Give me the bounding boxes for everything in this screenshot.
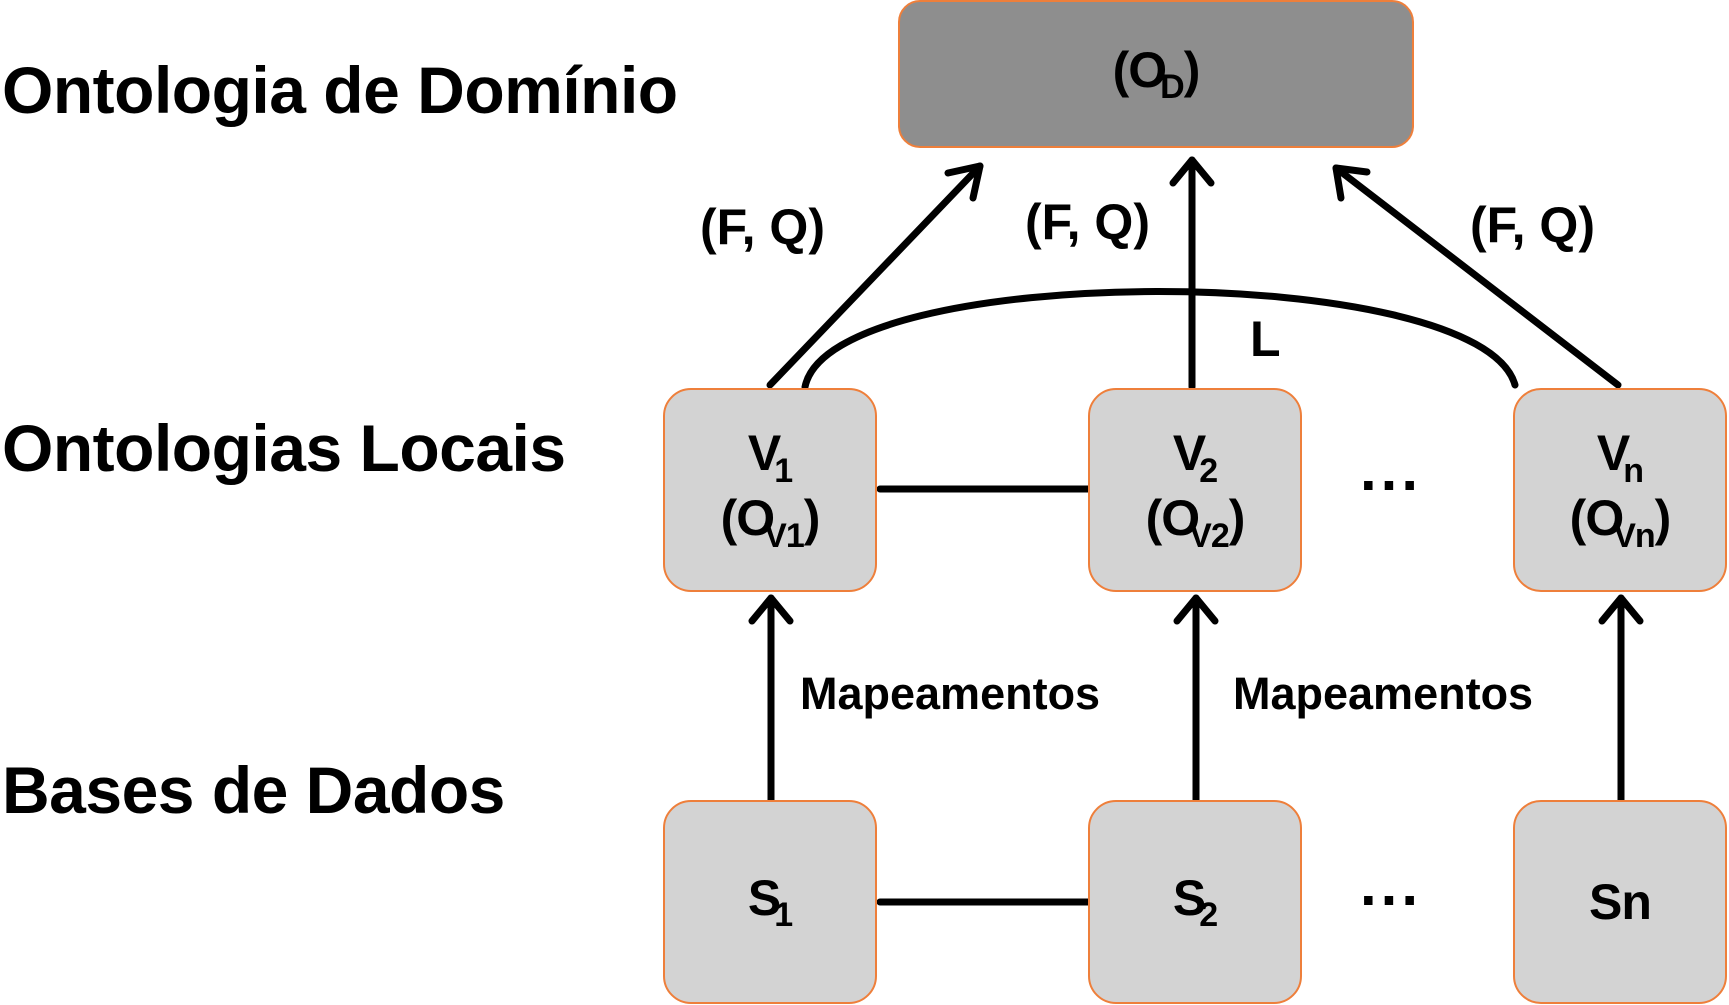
arrow-s2-v2-head xyxy=(1173,594,1219,625)
arrow-v1-od-head xyxy=(944,162,984,202)
edge-label-mapping-right: Mapeamentos xyxy=(1233,668,1534,719)
source-node-n: Sn xyxy=(1513,800,1727,1004)
arrow-vn-od-head xyxy=(1332,164,1371,202)
edge-label-mapping-left: Mapeamentos xyxy=(800,668,1101,719)
edge-label-link: L xyxy=(1250,311,1281,367)
arrow-s1-v1-head xyxy=(748,594,794,625)
edge-label-fq-left: (F, Q) xyxy=(700,199,825,255)
view-node-1: V1 (OV1) xyxy=(663,388,877,592)
view-ontology-2: (OV2) xyxy=(1145,490,1246,555)
view-node-n: Vn (OVn) xyxy=(1513,388,1727,592)
domain-ontology-node: (OD) xyxy=(898,0,1414,148)
source-label-n: Sn xyxy=(1589,874,1652,930)
source-label-2: S2 xyxy=(1172,869,1218,935)
arrow-vn-od xyxy=(1332,164,1622,389)
view-ontology-1: (OV1) xyxy=(720,490,821,555)
view-node-2: V2 (OV2) xyxy=(1088,388,1302,592)
row-label-domain: Ontologia de Domínio xyxy=(2,53,678,127)
sources-ellipsis: ... xyxy=(1360,851,1423,918)
views-ellipsis: ... xyxy=(1360,436,1423,503)
edge-label-fq-right: (F, Q) xyxy=(1470,197,1595,253)
source-label-1: S1 xyxy=(747,869,793,935)
domain-ontology-label: (OD) xyxy=(1112,41,1201,107)
view-ontology-n: (OVn) xyxy=(1569,490,1672,555)
source-node-2: S2 xyxy=(1088,800,1302,1004)
row-label-local: Ontologias Locais xyxy=(2,411,566,485)
view-name-n: Vn xyxy=(1596,425,1644,490)
link-arc xyxy=(801,288,1519,391)
view-name-2: V2 xyxy=(1172,425,1218,490)
edge-label-fq-middle: (F, Q) xyxy=(1025,194,1150,250)
arrow-sn-vn-head xyxy=(1598,594,1644,625)
arrow-v2-od-head xyxy=(1169,156,1215,187)
view-name-1: V1 xyxy=(747,425,793,490)
arrow-v1-od xyxy=(766,162,984,389)
row-label-databases: Bases de Dados xyxy=(2,753,505,827)
source-node-1: S1 xyxy=(663,800,877,1004)
